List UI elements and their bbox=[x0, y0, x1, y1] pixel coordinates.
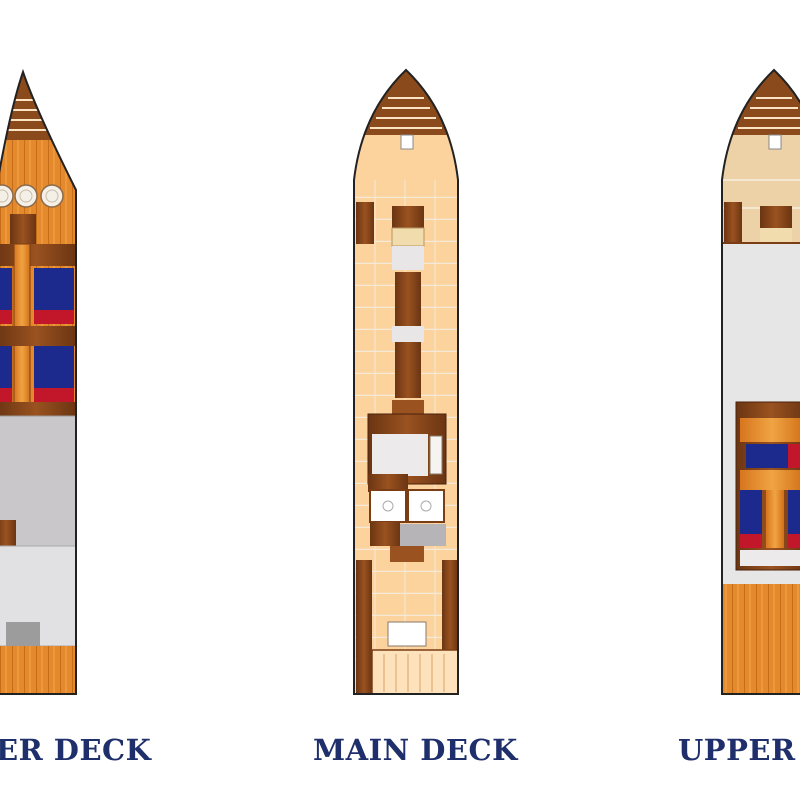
upper-deck-label: UPPER D bbox=[678, 733, 800, 767]
upper-cabins bbox=[735, 401, 800, 571]
lower-deck-plan bbox=[0, 68, 77, 695]
upper-deck-plan bbox=[721, 68, 800, 695]
main-deck-label: MAIN DECK bbox=[313, 733, 518, 767]
bow-rigging bbox=[370, 97, 442, 129]
main-deck-plan bbox=[353, 68, 459, 695]
bow-rigging bbox=[738, 97, 800, 129]
lower-cabins bbox=[0, 243, 76, 417]
lower-deck-label: ER DECK bbox=[0, 733, 152, 767]
round-tables bbox=[0, 184, 64, 208]
